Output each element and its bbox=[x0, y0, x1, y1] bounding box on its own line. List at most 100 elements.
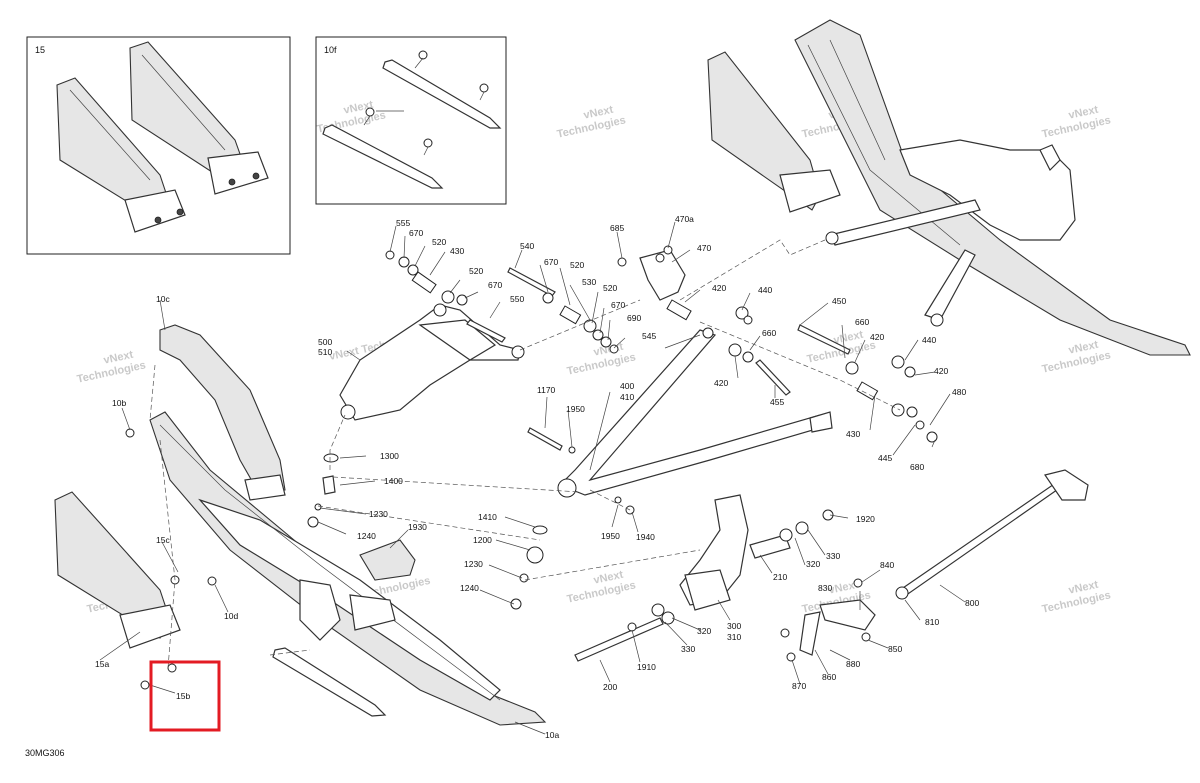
label-670: 670 bbox=[544, 257, 558, 267]
label-545: 545 bbox=[642, 331, 656, 341]
callouts: 555 670 520 430 540 670 520 520 670 550 … bbox=[95, 214, 979, 740]
wear-bar-upper bbox=[382, 59, 502, 129]
upper-a-arm bbox=[339, 303, 525, 421]
label-520: 520 bbox=[432, 237, 446, 247]
lower-a-arm bbox=[557, 327, 833, 498]
label-690: 690 bbox=[627, 313, 641, 323]
spindle-10c bbox=[159, 324, 286, 501]
label-1940: 1940 bbox=[636, 532, 655, 542]
label-300: 300 bbox=[727, 621, 741, 631]
label-10d: 10d bbox=[224, 611, 238, 621]
leader-lines bbox=[99, 221, 966, 735]
label-1410: 1410 bbox=[478, 512, 497, 522]
label-1950: 1950 bbox=[601, 531, 620, 541]
label-530: 530 bbox=[582, 277, 596, 287]
label-210: 210 bbox=[773, 572, 787, 582]
label-685: 685 bbox=[610, 223, 624, 233]
label-670: 670 bbox=[409, 228, 423, 238]
label-445: 445 bbox=[878, 453, 892, 463]
label-1170: 1170 bbox=[537, 385, 556, 395]
bracket-830 bbox=[799, 599, 876, 656]
steering-arm bbox=[679, 494, 791, 611]
label-420: 420 bbox=[712, 283, 726, 293]
label-680: 680 bbox=[910, 462, 924, 472]
label-480: 480 bbox=[952, 387, 966, 397]
label-440: 440 bbox=[758, 285, 772, 295]
ski-runner bbox=[272, 647, 387, 717]
label-1240: 1240 bbox=[460, 583, 479, 593]
assembled-ski-suspension bbox=[707, 19, 1191, 356]
label-1920: 1920 bbox=[856, 514, 875, 524]
label-420: 420 bbox=[870, 332, 884, 342]
wear-bar-lower bbox=[322, 124, 444, 189]
label-1240: 1240 bbox=[357, 531, 376, 541]
label-1300: 1300 bbox=[380, 451, 399, 461]
label-15c: 15c bbox=[156, 535, 170, 545]
label-800: 800 bbox=[965, 598, 979, 608]
label-320: 320 bbox=[697, 626, 711, 636]
label-1910: 1910 bbox=[637, 662, 656, 672]
bolt-200 bbox=[574, 617, 664, 662]
label-15b: 15b bbox=[176, 691, 190, 701]
label-540: 540 bbox=[520, 241, 534, 251]
label-1200: 1200 bbox=[473, 535, 492, 545]
label-510: 510 bbox=[318, 347, 332, 357]
label-1230: 1230 bbox=[464, 559, 483, 569]
label-420: 420 bbox=[934, 366, 948, 376]
inset-10f-label: 10f bbox=[324, 45, 337, 55]
label-860: 860 bbox=[822, 672, 836, 682]
label-470: 470 bbox=[697, 243, 711, 253]
label-520: 520 bbox=[469, 266, 483, 276]
inset-15: 15 bbox=[26, 36, 291, 255]
label-430: 430 bbox=[846, 429, 860, 439]
assembly-lines bbox=[149, 239, 901, 669]
label-10c: 10c bbox=[156, 294, 170, 304]
ski-guard-15a bbox=[54, 491, 181, 690]
label-15a: 15a bbox=[95, 659, 109, 669]
label-670: 670 bbox=[611, 300, 625, 310]
label-520: 520 bbox=[570, 260, 584, 270]
label-330: 330 bbox=[826, 551, 840, 561]
label-550: 550 bbox=[510, 294, 524, 304]
label-870: 870 bbox=[792, 681, 806, 691]
label-455: 455 bbox=[770, 397, 784, 407]
main-ski-10a bbox=[149, 411, 547, 726]
label-400: 400 bbox=[620, 381, 634, 391]
label-1230: 1230 bbox=[369, 509, 388, 519]
label-420: 420 bbox=[714, 378, 728, 388]
label-880: 880 bbox=[846, 659, 860, 669]
label-10b: 10b bbox=[112, 398, 126, 408]
label-310: 310 bbox=[727, 632, 741, 642]
inset-15-label: 15 bbox=[35, 45, 45, 55]
inset-10f: 10f bbox=[315, 36, 507, 205]
inset-15-frame bbox=[26, 36, 291, 255]
tie-rod-800 bbox=[895, 469, 1089, 600]
inset-10f-frame bbox=[315, 36, 507, 205]
label-670: 670 bbox=[488, 280, 502, 290]
label-450: 450 bbox=[832, 296, 846, 306]
label-330: 330 bbox=[681, 644, 695, 654]
label-660: 660 bbox=[762, 328, 776, 338]
label-660: 660 bbox=[855, 317, 869, 327]
label-10a: 10a bbox=[545, 730, 559, 740]
label-850: 850 bbox=[888, 644, 902, 654]
bumper-1930 bbox=[359, 539, 416, 581]
label-320: 320 bbox=[806, 559, 820, 569]
label-1400: 1400 bbox=[384, 476, 403, 486]
hardware bbox=[125, 245, 938, 662]
label-440: 440 bbox=[922, 335, 936, 345]
label-1950: 1950 bbox=[566, 404, 585, 414]
label-200: 200 bbox=[603, 682, 617, 692]
highlight-box bbox=[149, 660, 221, 732]
drawing-code: 30MG306 bbox=[25, 748, 65, 758]
ski-guard-pair bbox=[56, 41, 269, 233]
label-470a: 470a bbox=[675, 214, 694, 224]
label-810: 810 bbox=[925, 617, 939, 627]
label-520: 520 bbox=[603, 283, 617, 293]
label-840: 840 bbox=[880, 560, 894, 570]
label-430: 430 bbox=[450, 246, 464, 256]
label-830: 830 bbox=[818, 583, 832, 593]
label-1930: 1930 bbox=[408, 522, 427, 532]
